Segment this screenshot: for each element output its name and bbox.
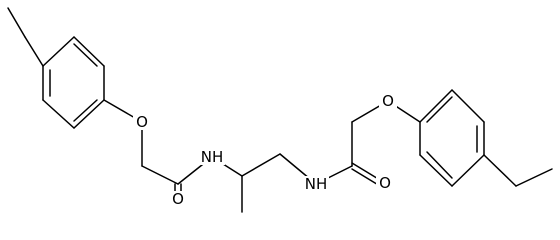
bond	[483, 154, 517, 187]
atom-label: NH	[305, 175, 328, 193]
carbonyl-oxygen-left: O	[169, 190, 187, 208]
oxygen-atom-left: O	[133, 113, 151, 131]
bond	[351, 162, 381, 181]
atom-label: O	[172, 190, 184, 208]
molecule-drawing: O NH O NH O O	[7, 7, 553, 213]
nitrogen-atom-right: NH	[303, 175, 329, 193]
double-bond-inner	[73, 99, 98, 122]
bond	[451, 89, 485, 123]
bond	[73, 36, 105, 67]
bond-layer	[7, 7, 553, 213]
carbonyl-oxygen-right: O	[376, 174, 394, 192]
bond	[42, 36, 75, 67]
atom-label: O	[136, 113, 148, 131]
bond	[241, 153, 281, 177]
atom-label: O	[379, 174, 391, 192]
structure-diagram: O NH O NH O O	[7, 7, 553, 213]
bond	[351, 168, 381, 187]
double-bond-inner	[426, 96, 453, 123]
bond	[419, 89, 453, 123]
bond	[515, 168, 553, 187]
atom-label: NH	[201, 148, 224, 166]
double-bond-inner	[426, 151, 453, 179]
atom-label: O	[382, 92, 394, 110]
nitrogen-atom-left: NH	[199, 148, 225, 166]
bond	[419, 154, 453, 187]
oxygen-atom-right: O	[379, 92, 397, 110]
double-bond-inner	[73, 43, 98, 67]
bond	[73, 99, 105, 129]
bond	[141, 165, 179, 185]
atom-label-layer: O NH O NH O O	[133, 92, 397, 208]
bond	[451, 154, 485, 187]
bond	[7, 7, 26, 38]
bond	[42, 99, 75, 129]
bond	[24, 36, 44, 67]
